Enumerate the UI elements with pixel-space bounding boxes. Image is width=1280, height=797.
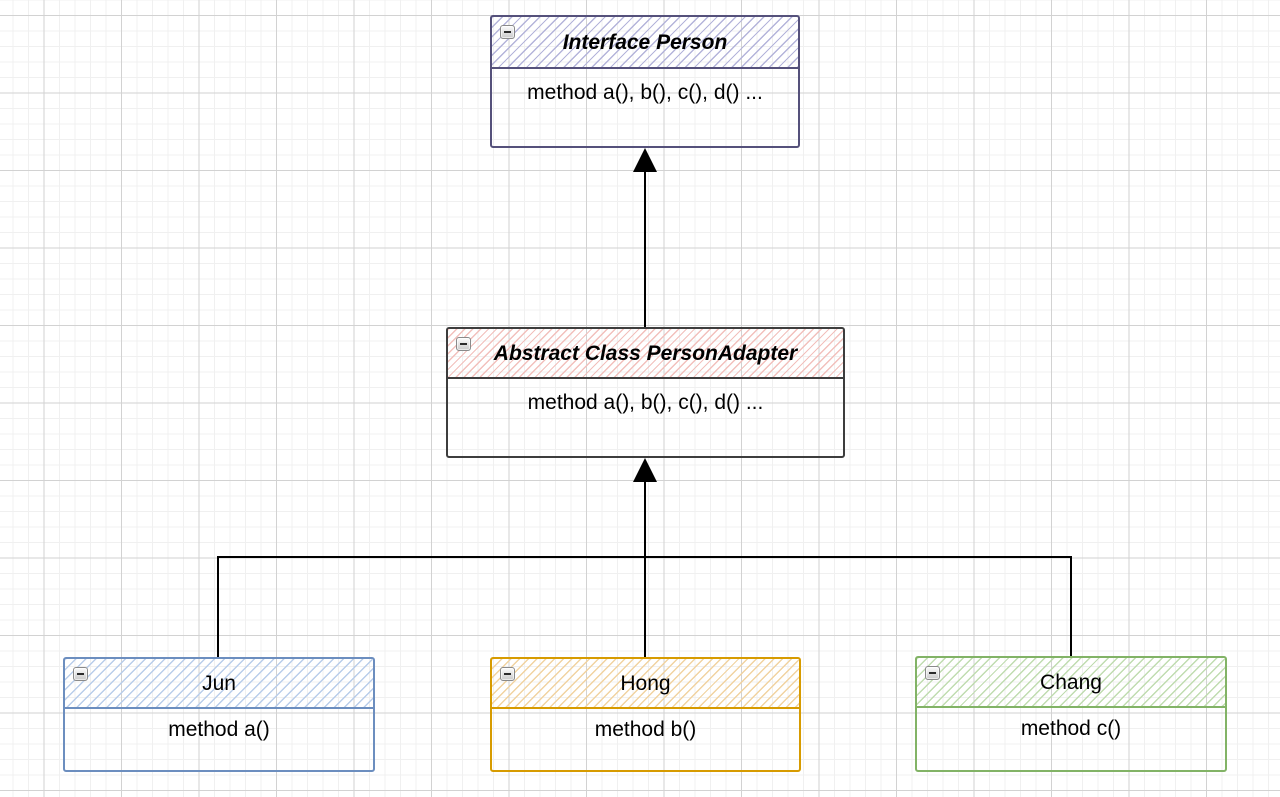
minus-icon [77,673,84,675]
edge-chang-to-adapter[interactable] [1070,556,1072,656]
class-body: method b() [492,707,799,742]
class-header: Jun [65,659,373,707]
edge-branch-horizontal[interactable] [217,556,1072,558]
class-body: method a(), b(), c(), d() ... [448,377,843,415]
class-body: method c() [917,706,1225,741]
minus-icon [929,672,936,674]
class-title: Interface Person [562,30,728,54]
class-body: method a(), b(), c(), d() ... [492,67,798,105]
class-title: Jun [202,671,236,695]
minus-icon [504,673,511,675]
class-box-hong[interactable]: Hong method b() [490,657,801,772]
class-box-interface-person[interactable]: Interface Person method a(), b(), c(), d… [490,15,800,148]
generalization-arrowhead-adapter-to-interface [633,148,657,172]
collapse-button[interactable] [925,666,940,680]
class-header: Abstract Class PersonAdapter [448,329,843,377]
class-box-chang[interactable]: Chang method c() [915,656,1227,772]
minus-icon [504,31,511,33]
edge-adapter-to-interface[interactable] [644,170,646,327]
minus-icon [460,343,467,345]
edge-jun-to-adapter[interactable] [217,556,219,657]
collapse-button[interactable] [500,25,515,39]
collapse-button[interactable] [73,667,88,681]
class-body: method a() [65,707,373,742]
class-header: Interface Person [492,17,798,67]
class-header: Hong [492,659,799,707]
class-title: Hong [620,671,671,695]
collapse-button[interactable] [456,337,471,351]
class-box-jun[interactable]: Jun method a() [63,657,375,772]
collapse-button[interactable] [500,667,515,681]
class-title: Chang [1040,670,1102,694]
class-header: Chang [917,658,1225,706]
edge-hong-to-adapter[interactable] [644,480,646,657]
class-box-person-adapter[interactable]: Abstract Class PersonAdapter method a(),… [446,327,845,458]
class-title: Abstract Class PersonAdapter [493,341,798,365]
generalization-arrowhead-children-to-adapter [633,458,657,482]
